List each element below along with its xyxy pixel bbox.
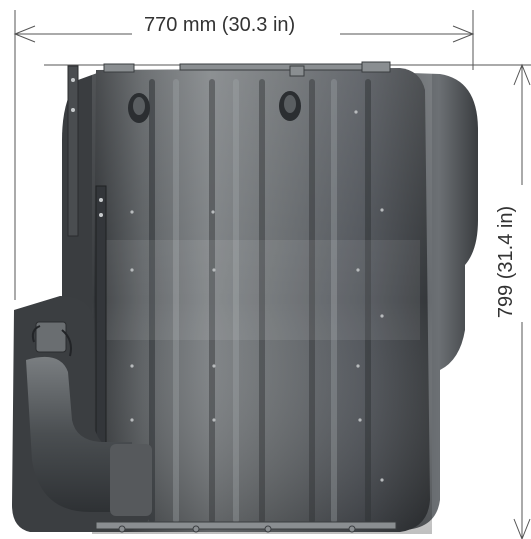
bottom-straps [95,521,397,533]
bracket-bolts [71,78,103,217]
height-dimension-label: 799 (31.4 in) [495,199,517,325]
rivets [130,110,384,482]
sender-wiring [31,325,72,357]
height-arrow-top [513,63,531,86]
sender-unit [35,321,67,353]
width-arrow-right [452,25,475,43]
fuel-tank [12,61,478,534]
filler-cap-left [128,93,150,123]
filler-cap-right [279,91,301,121]
filler-pipe-end [110,444,152,516]
filler-pipe-elbow [26,356,132,512]
body-ribs [149,79,371,523]
filler-neck-assembly [12,296,152,532]
top-straps [103,61,391,77]
width-arrow-left [13,25,36,43]
light-band [100,240,420,340]
width-dimension-label: 770 mm (30.3 in) [136,14,304,36]
width-dimension [13,10,475,300]
height-arrow-bottom [513,518,531,539]
left-bracket [67,65,79,237]
